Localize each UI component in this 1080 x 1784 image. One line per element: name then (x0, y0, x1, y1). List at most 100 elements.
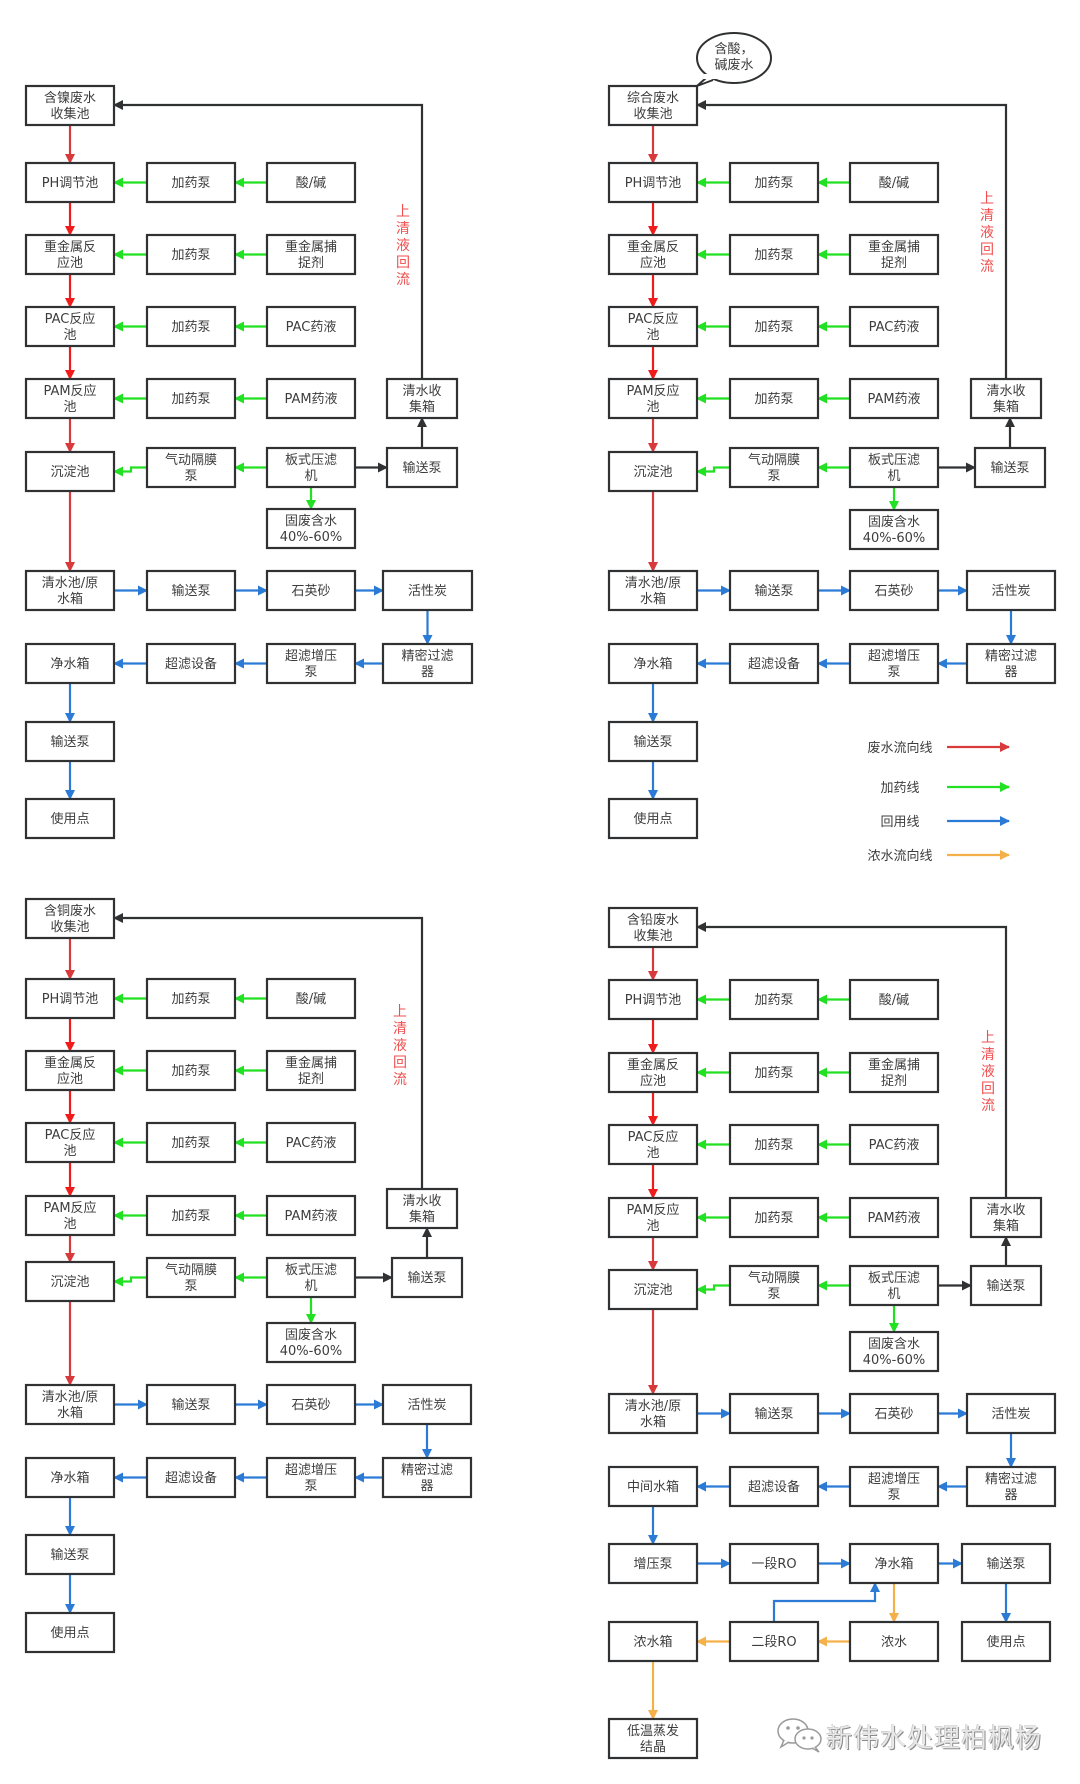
node-box (24, 305, 116, 348)
node-box (607, 1196, 699, 1239)
node-label: 加药泵 (171, 1064, 210, 1079)
node-label: 低温蒸发 (627, 1723, 679, 1739)
node-label: 池 (646, 1219, 659, 1234)
node-label: 40%-60% (280, 530, 342, 545)
node-copper-clearpool: 清水池/原水箱 (24, 1383, 116, 1426)
node-label: 池 (63, 1217, 76, 1232)
node-box (265, 1321, 357, 1364)
node-label: 加药泵 (171, 992, 210, 1007)
node-label: 沉淀池 (50, 1275, 89, 1290)
node-box (265, 446, 357, 489)
node-label: 重金属捕 (285, 1055, 337, 1071)
node-label: 超滤增压 (868, 649, 920, 664)
node-box (848, 1196, 940, 1239)
node-acid-base-purebox: 净水箱 (607, 642, 699, 685)
speech-bubble: 含酸，碱废水 (696, 32, 772, 87)
node-box (848, 1123, 940, 1166)
node-label: 气动隔膜 (748, 452, 800, 468)
node-label: 池 (646, 1146, 659, 1161)
node-lead-sand: 石英砂 (848, 1392, 940, 1435)
node-label: 浓水箱 (633, 1634, 672, 1650)
node-label: 应池 (57, 1071, 83, 1087)
node-label: 捉剂 (881, 1074, 907, 1089)
node-box (728, 305, 820, 348)
label-char: 清 (980, 208, 994, 224)
node-label: 加药泵 (754, 248, 793, 263)
node-nickel-uf: 超滤设备 (145, 642, 237, 685)
node-box (973, 446, 1047, 489)
node-label: 沉淀池 (633, 465, 672, 480)
node-acid-base-pump4: 加药泵 (728, 377, 820, 420)
node-label: 收集池 (50, 919, 89, 935)
node-label: PAM药液 (284, 1209, 337, 1224)
node-box (969, 377, 1043, 420)
node-label: 沉淀池 (633, 1283, 672, 1298)
node-box (969, 1196, 1043, 1239)
node-box (24, 1383, 116, 1426)
node-label: 输送泵 (171, 583, 210, 599)
label-char: 流 (980, 259, 994, 275)
node-label: 集箱 (993, 399, 1019, 415)
node-lead-ro2: 二段RO (728, 1620, 820, 1663)
node-label: 机 (304, 1279, 317, 1294)
node-label: 捉剂 (298, 256, 324, 271)
node-box (728, 1123, 820, 1166)
node-copper-ph: PH调节池 (24, 977, 116, 1020)
node-label: 酸/碱 (296, 176, 326, 191)
node-nickel-pump1: 加药泵 (145, 161, 237, 204)
node-acid-base-pump2: 加药泵 (728, 233, 820, 276)
node-box (848, 1465, 940, 1508)
label-char: 清 (981, 1047, 995, 1063)
node-label: 超滤增压 (285, 1463, 337, 1478)
node-label: 净水箱 (874, 1556, 913, 1572)
node-lead-pump4: 加药泵 (728, 1196, 820, 1239)
node-box (145, 642, 237, 685)
node-label: 清水收 (402, 1194, 441, 1209)
node-label: 清水池/原 (625, 576, 681, 591)
label-char: 清 (396, 221, 410, 237)
node-lead-use: 使用点 (960, 1620, 1052, 1663)
node-label: 净水箱 (50, 656, 89, 672)
node-box (607, 1465, 699, 1508)
node-box (265, 569, 357, 612)
node-label: 精密过滤 (985, 1471, 1037, 1487)
node-label: 精密过滤 (985, 648, 1037, 664)
node-copper-pump3: 加药泵 (145, 1121, 237, 1164)
node-nickel-acid: 酸/碱 (265, 161, 357, 204)
node-box (24, 1260, 116, 1303)
node-box (381, 642, 474, 685)
node-nickel-pump4: 加药泵 (145, 377, 237, 420)
node-label: 含镍废水 (44, 90, 96, 106)
node-label: 池 (646, 328, 659, 343)
node-box (848, 1392, 940, 1435)
node-label: PAM反应 (626, 383, 679, 399)
node-box (145, 161, 237, 204)
node-box (848, 1620, 940, 1663)
node-copper-use: 使用点 (24, 1611, 116, 1654)
node-box (728, 1051, 820, 1094)
label-char: 上 (980, 191, 994, 207)
node-label: 精密过滤 (401, 1462, 453, 1478)
node-label: 增压泵 (633, 1557, 672, 1572)
node-box (24, 642, 116, 685)
node-label: 输送泵 (50, 734, 89, 750)
node-box (265, 977, 357, 1020)
node-box (24, 233, 116, 276)
node-lead-purebox: 净水箱 (848, 1542, 940, 1585)
node-box (728, 642, 820, 685)
node-label: 气动隔膜 (165, 1262, 217, 1278)
node-box (265, 233, 357, 276)
label-char: 液 (980, 225, 994, 241)
node-box (960, 1620, 1052, 1663)
